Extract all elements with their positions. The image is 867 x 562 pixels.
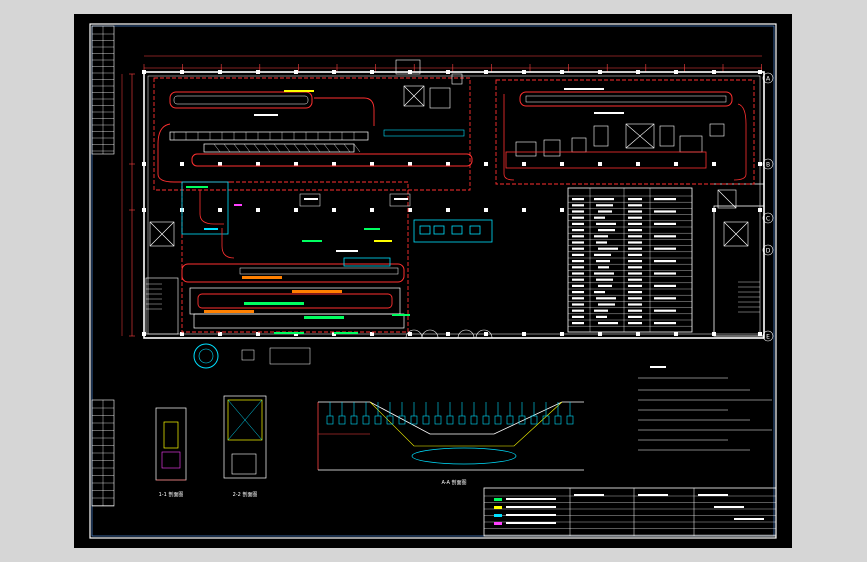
left-top-table [91,25,115,155]
conveyor-top-left-detail [173,132,361,153]
cad-drawing-sheet: A B C D E 1-1 剖面图 2-2 剖面图 [74,14,792,548]
blue-equipment-panel [413,219,493,243]
axis-bubble-d: D [762,244,774,256]
conveyor-lower [181,257,405,329]
equipment-top-cluster [383,59,465,137]
elevator-shafts [149,189,749,247]
axis-bubble-e: E [762,330,774,342]
conveyor-top-right [503,91,747,181]
axis-bubble-a: A [762,72,774,84]
conveyor-top-left [157,91,473,183]
inner-border [91,25,775,537]
section-view-2: 2-2 剖面图 [223,395,267,498]
title-block [483,487,777,537]
legend-symbols [193,343,311,369]
section-view-aa: A-A 剖面图 [317,401,584,486]
svg-text:D: D [766,248,771,255]
grid-axis-labels: A B C D E [762,72,774,342]
axis-bubble-b: B [762,158,774,170]
section-label-aa: A-A 剖面图 [441,479,466,486]
svg-text:B: B [766,162,770,169]
drawing-border [89,23,777,539]
middle-left-zone [181,181,411,259]
staircase-right [738,281,760,313]
entrance-doors [405,329,493,339]
top-dimension-line [143,55,762,72]
annotation-marks [186,88,624,334]
cad-drawing-canvas: A B C D E 1-1 剖面图 2-2 剖面图 [89,23,777,539]
left-bottom-table [91,399,115,507]
axis-bubble-c: C [762,212,774,224]
section-label-1: 1-1 剖面图 [159,491,184,498]
left-dimension-line [121,73,135,337]
svg-text:A: A [766,76,771,83]
section-label-2: 2-2 剖面图 [233,491,258,498]
staircase-left [146,283,162,310]
equipment-right-zone [505,123,725,169]
svg-text:C: C [766,216,770,223]
svg-text:E: E [766,334,770,341]
equipment-schedule-table [567,187,693,333]
notes-block [638,366,772,451]
section-view-1: 1-1 剖面图 [155,407,187,498]
